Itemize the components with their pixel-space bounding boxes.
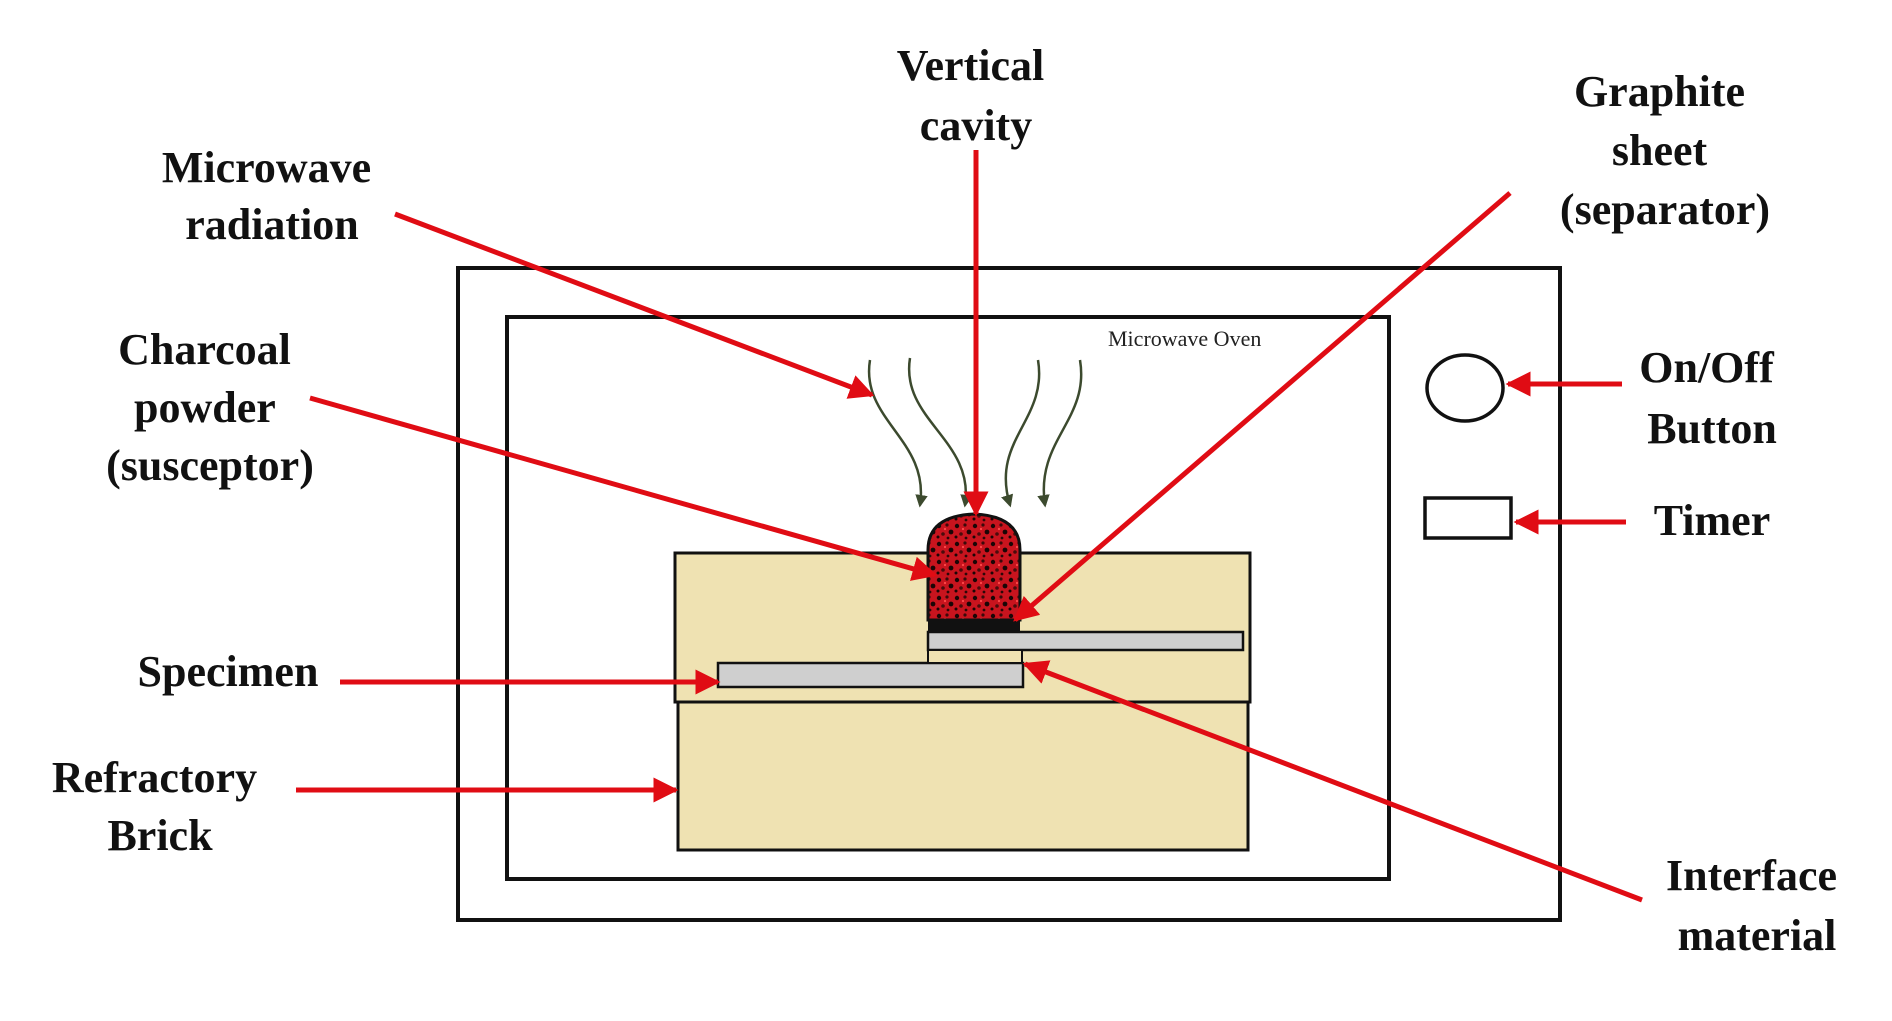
label-timer-line-1: Timer [1654,496,1771,545]
label-specimen-line-1: Specimen [138,647,319,696]
label-on-off-button-line-2: Button [1647,404,1777,453]
label-graphite-sheet-line-1: Graphite [1574,67,1745,116]
label-charcoal-powder-line-3: (susceptor) [106,441,314,490]
label-specimen: Specimen [138,647,319,696]
label-interface-material: Interface material [1666,851,1848,960]
label-on-off-button-line-1: On/Off [1639,343,1775,392]
pointer-arrows [296,150,1643,903]
graphite-sheet-bar [926,630,1245,652]
label-refractory-brick-line-1: Refractory [52,753,257,802]
specimen-bar [716,661,1025,689]
label-vertical-cavity: Vertical cavity [897,41,1055,150]
on-off-button-icon [1425,353,1505,423]
label-interface-material-line-2: material [1678,911,1837,960]
timer-display [1423,496,1513,540]
arrow-microwave-radiation [394,211,875,399]
cavity-base [928,620,1020,632]
label-charcoal-powder-line-2: powder [134,383,275,432]
label-on-off-button: On/Off Button [1639,343,1784,453]
label-microwave-radiation-line-2: radiation [185,200,359,249]
label-vertical-cavity-line-2: cavity [920,101,1032,150]
label-charcoal-powder: Charcoal powder (susceptor) [106,325,314,490]
arrow-graphite-sheet [1013,191,1512,622]
label-microwave-radiation: Microwave radiation [162,143,382,249]
label-refractory-brick: Refractory Brick [52,753,268,860]
label-charcoal-powder-line-1: Charcoal [118,325,291,374]
label-graphite-sheet: Graphite sheet (separator) [1560,67,1770,234]
oven-label: Microwave Oven [1108,326,1261,351]
arrow-interface-material [1022,660,1643,903]
lower-refractory-brick [676,700,1250,852]
label-microwave-radiation-line-1: Microwave [162,143,371,192]
label-graphite-sheet-line-3: (separator) [1560,185,1770,234]
label-vertical-cavity-line-1: Vertical [897,41,1044,90]
interface-strip [927,649,1023,664]
arrow-charcoal-powder [309,395,938,581]
label-interface-material-line-1: Interface [1666,851,1837,900]
label-refractory-brick-line-2: Brick [107,811,213,860]
label-timer: Timer [1654,496,1771,545]
label-graphite-sheet-line-2: sheet [1612,126,1708,175]
charcoal-susceptor [926,512,1022,622]
